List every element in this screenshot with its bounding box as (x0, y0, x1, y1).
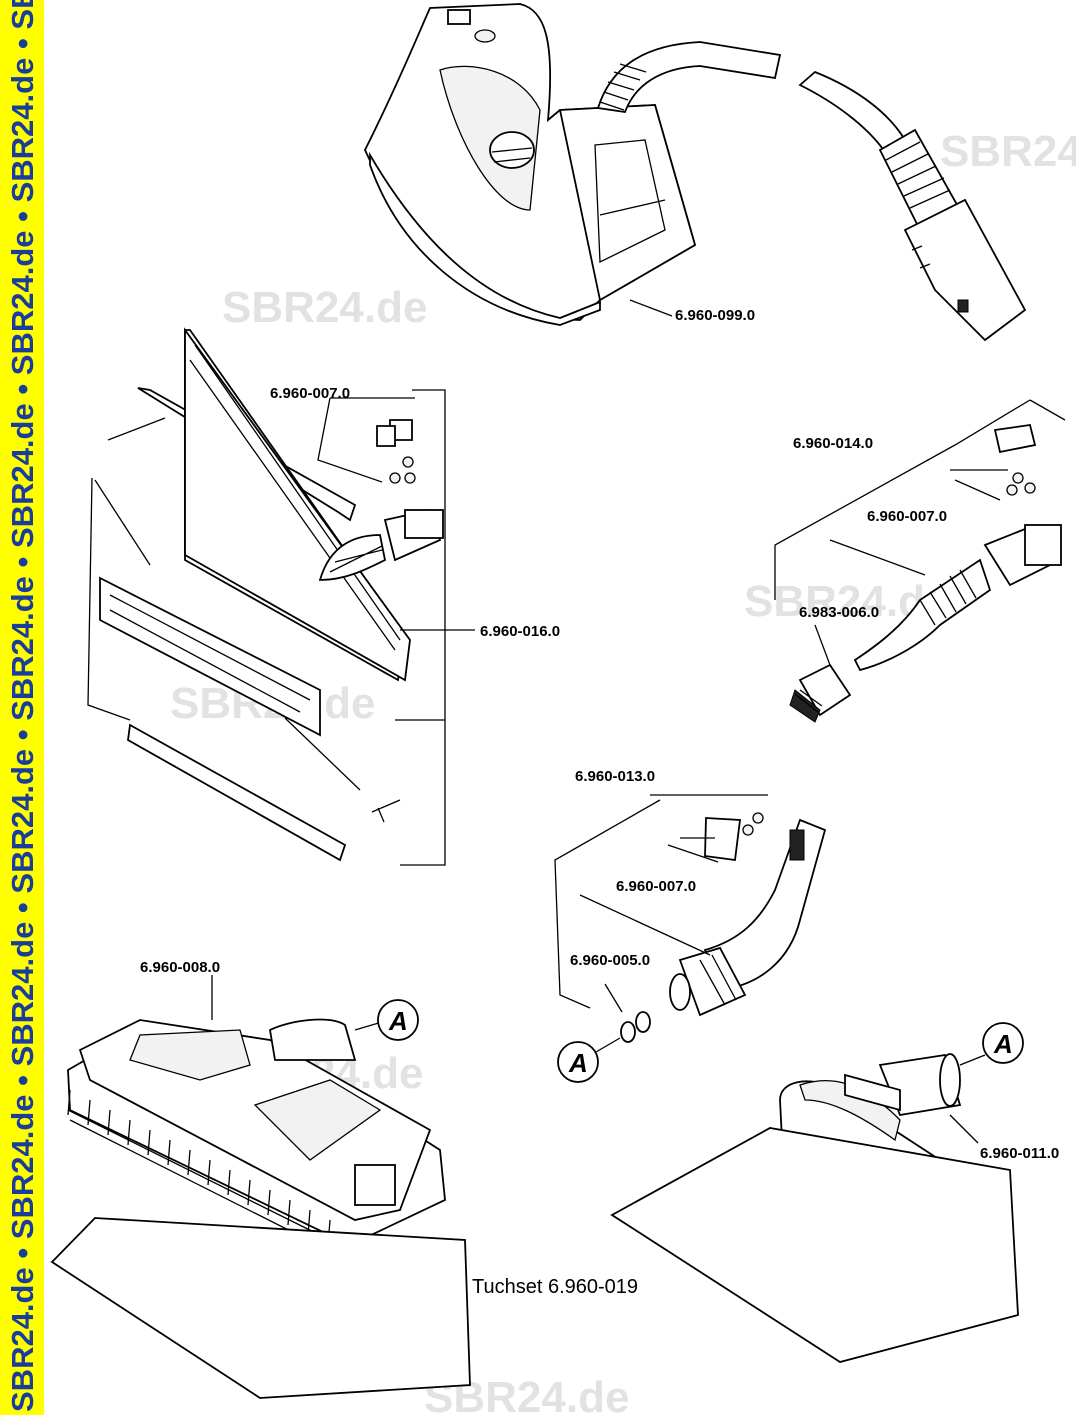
elbow-drawing (669, 812, 827, 1017)
caption-cloth-set: Tuchset 6.960-019 (472, 1276, 638, 1298)
label-elbow-set: 6.960-013.0 (575, 768, 655, 785)
svg-text:A: A (388, 1006, 408, 1036)
svg-text:A: A (568, 1048, 588, 1078)
label-spot-nozzle-set: 6.960-014.0 (793, 435, 873, 452)
label-o-ring: 6.960-005.0 (570, 952, 650, 969)
label-window-set: 6.960-016.0 (480, 623, 560, 640)
label-iron: 6.960-099.0 (675, 307, 755, 324)
watermark-1: SBR24.de (940, 127, 1076, 176)
window-nozzle-drawing (99, 327, 444, 862)
connector-mark-a2 (982, 1022, 1024, 1064)
label-floor-nozzle: 6.960-008.0 (140, 959, 220, 976)
floor-nozzle-drawing (67, 1018, 446, 1261)
watermark-band-text: SBR24.de • SBR24.de • SBR24.de • SBR24.d… (5, 0, 40, 1412)
connector-mark-a3 (557, 1041, 599, 1083)
label-clip-set-a: 6.960-007.0 (270, 385, 350, 402)
label-clip-set-c: 6.960-007.0 (616, 878, 696, 895)
steam-iron-drawing (364, 3, 1027, 342)
spot-nozzle-drawing (789, 423, 1062, 723)
label-hand-nozzle: 6.960-011.0 (980, 1145, 1059, 1162)
connector-mark-a1 (377, 999, 419, 1041)
watermark-band (0, 0, 44, 1415)
svg-text:A: A (993, 1029, 1013, 1059)
label-round-brush: 6.983-006.0 (799, 604, 879, 621)
label-clip-set-b: 6.960-007.0 (867, 508, 947, 525)
watermark-2: SBR24.de (222, 283, 427, 332)
